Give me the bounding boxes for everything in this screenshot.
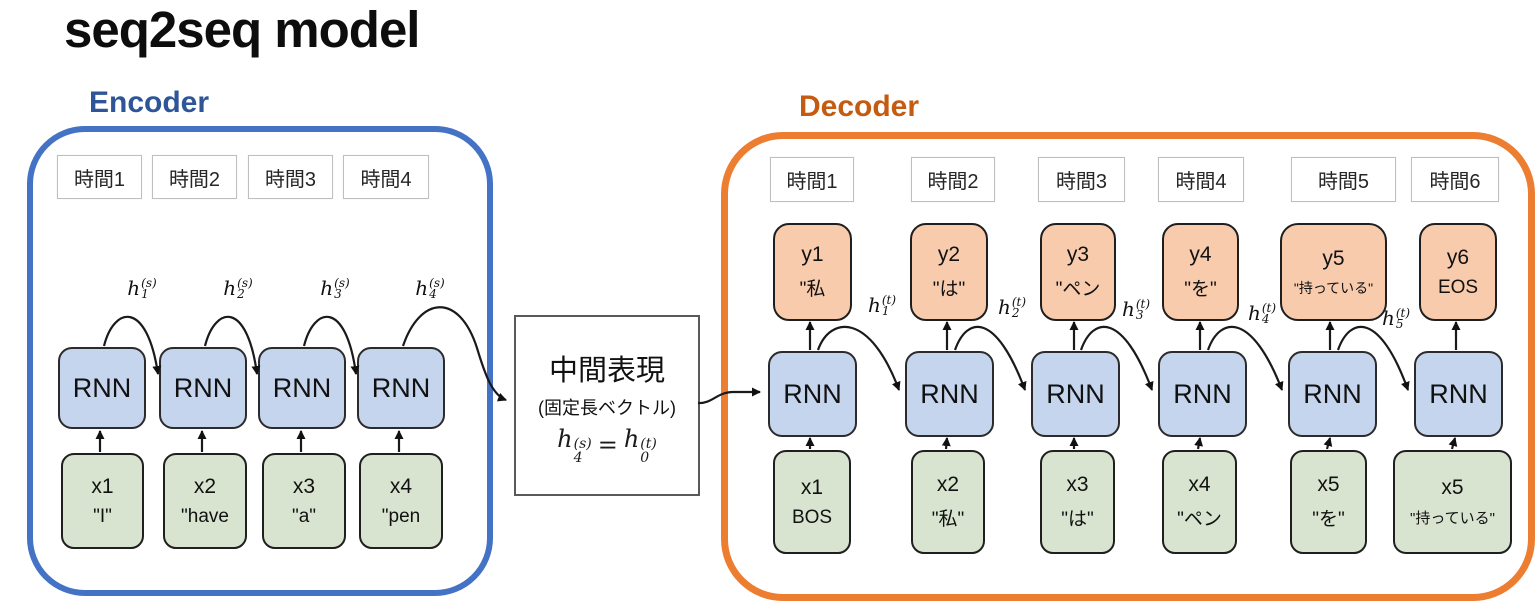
encoder-label: Encoder — [89, 86, 210, 119]
encoder-time-step-4: 時間4 — [343, 155, 429, 199]
decoder-hidden-label-2: h(t)2 — [997, 294, 1027, 320]
encoder-rnn-3: RNN — [258, 347, 346, 429]
encoder-rnn-4: RNN — [357, 347, 445, 429]
encoder-input-x4: x4"pen — [359, 453, 443, 549]
decoder-time-step-1: 時間1 — [770, 157, 854, 202]
encoder-rnn-1: RNN — [58, 347, 146, 429]
decoder-rnn-3: RNN — [1031, 351, 1120, 437]
decoder-output-y2: y2"は" — [910, 223, 988, 321]
encoder-hidden-label-4: h(s)4 — [415, 275, 445, 301]
page-title: seq2seq model — [64, 1, 420, 58]
decoder-input-x3: x3"は" — [1040, 450, 1115, 554]
decoder-input-x5-last: x5"持っている" — [1393, 450, 1512, 554]
decoder-rnn-6: RNN — [1414, 351, 1503, 437]
encoder-hidden-label-3: h(s)3 — [320, 275, 350, 301]
decoder-rnn-2: RNN — [905, 351, 994, 437]
decoder-time-step-3: 時間3 — [1038, 157, 1125, 202]
decoder-rnn-1: RNN — [768, 351, 857, 437]
decoder-hidden-label-3: h(t)3 — [1121, 296, 1151, 322]
decoder-label: Decoder — [799, 90, 920, 123]
encoder-hidden-label-1: h(s)1 — [127, 275, 157, 301]
decoder-rnn-5: RNN — [1288, 351, 1377, 437]
encoder-hidden-label-2: h(s)2 — [223, 275, 253, 301]
decoder-output-y5: y5"持っている" — [1280, 223, 1387, 321]
decoder-output-y3: y3"ペン — [1040, 223, 1116, 321]
decoder-rnn-4: RNN — [1158, 351, 1247, 437]
decoder-time-step-2: 時間2 — [911, 157, 995, 202]
decoder-time-step-5: 時間5 — [1291, 157, 1396, 202]
encoder-time-step-1: 時間1 — [57, 155, 142, 199]
encoder-time-step-3: 時間3 — [248, 155, 333, 199]
decoder-time-step-6: 時間6 — [1411, 157, 1499, 202]
encoder-rnn-2: RNN — [159, 347, 247, 429]
context-title: 中間表現 — [548, 355, 665, 388]
encoder-input-x1: x1"I" — [61, 453, 144, 549]
decoder-input-x2: x2"私" — [911, 450, 985, 554]
decoder-output-y1: y1"私 — [773, 223, 852, 321]
decoder-time-step-4: 時間4 — [1158, 157, 1244, 202]
decoder-hidden-label-4: h(t)4 — [1247, 300, 1277, 326]
decoder-hidden-label-5: h(t)5 — [1381, 305, 1411, 331]
context-vector-box: 中間表現 (固定長ベクトル) h(s)4 = h(t)0 — [514, 315, 700, 496]
encoder-time-step-2: 時間2 — [152, 155, 237, 199]
decoder-container — [721, 132, 1535, 601]
encoder-input-x2: x2"have — [163, 453, 247, 549]
encoder-input-x3: x3"a" — [262, 453, 346, 549]
decoder-hidden-label-1: h(t)1 — [867, 292, 897, 318]
decoder-output-y4: y4"を" — [1162, 223, 1239, 321]
context-subtitle: (固定長ベクトル) — [538, 398, 676, 419]
decoder-input-x4: x4"ペン — [1162, 450, 1237, 554]
context-equation: h(s)4 = h(t)0 — [557, 425, 657, 466]
decoder-input-x5: x5"を" — [1290, 450, 1367, 554]
